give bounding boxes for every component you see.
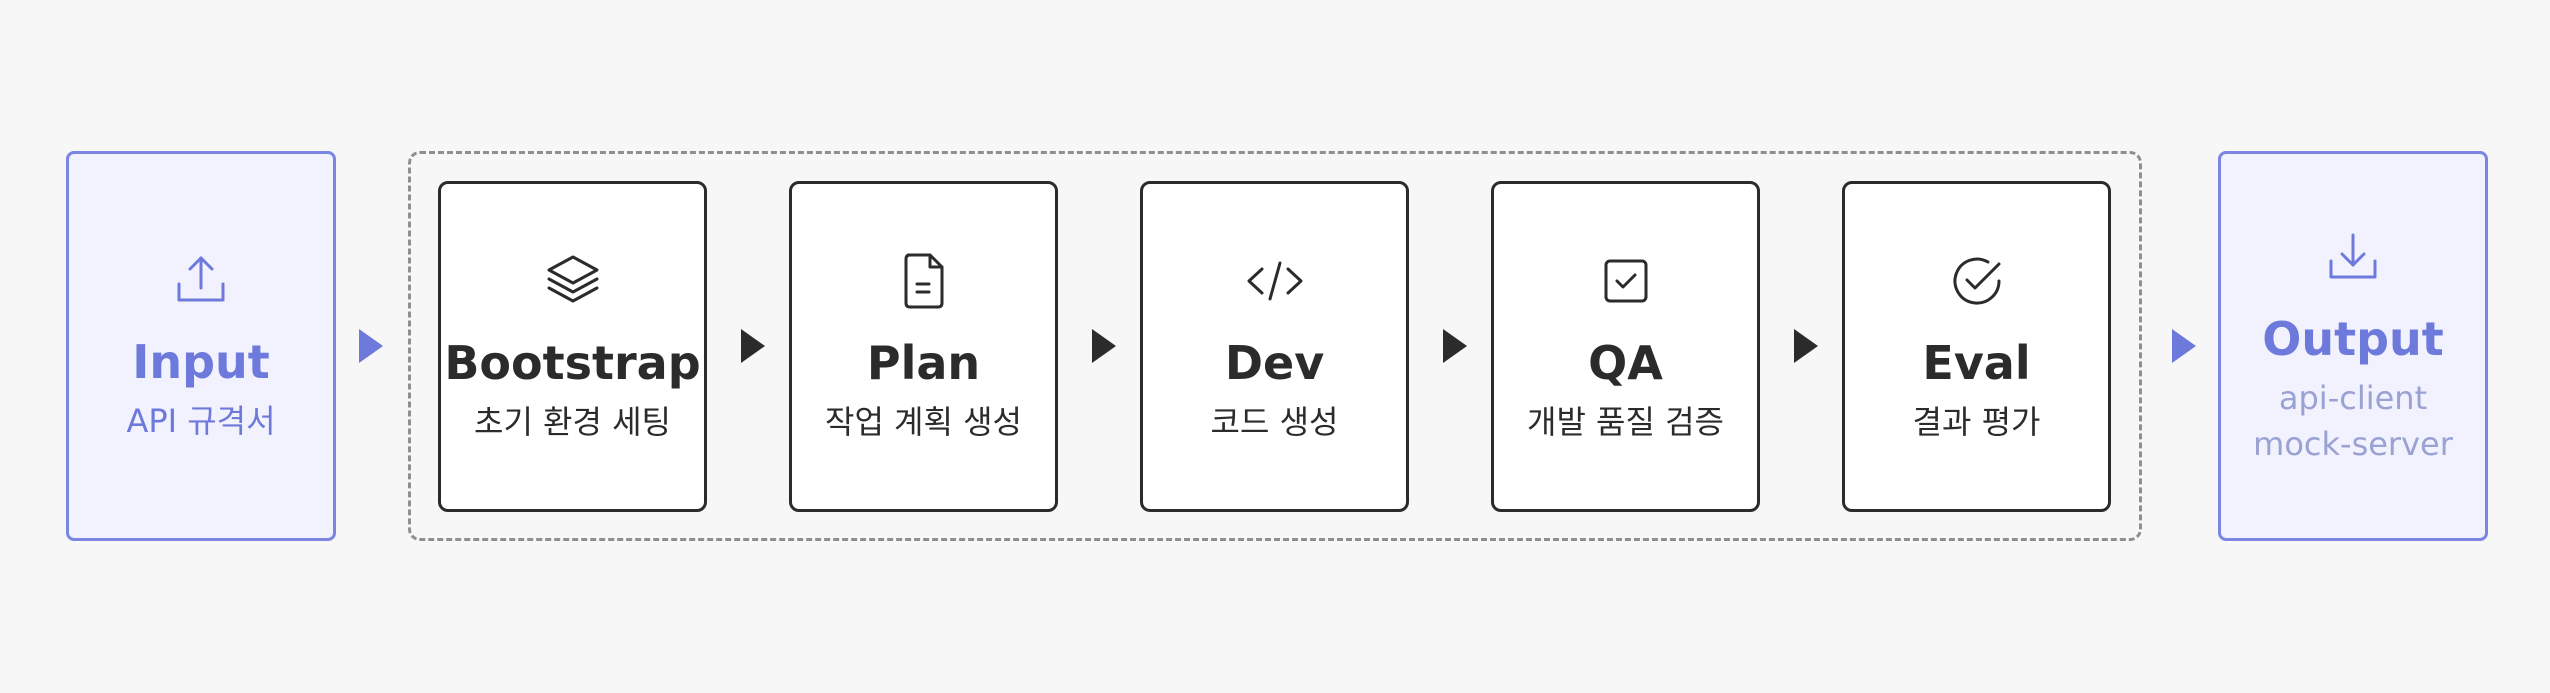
stage-qa: QA 개발 품질 검증	[1491, 181, 1760, 512]
input-subtitle: API 규격서	[126, 402, 276, 440]
check-circle-icon	[1945, 249, 2009, 313]
output-artifact: api-client	[2278, 379, 2428, 417]
input-title: Input	[132, 335, 270, 389]
stage-title: Dev	[1224, 335, 1325, 390]
stage-dev: Dev 코드 생성	[1140, 181, 1409, 512]
document-icon	[892, 249, 956, 313]
stage-title: QA	[1588, 335, 1663, 390]
download-icon	[2321, 225, 2385, 289]
output-title: Output	[2262, 312, 2444, 366]
arrow-input-to-bootstrap	[359, 329, 383, 363]
stage-title: Eval	[1922, 335, 2031, 390]
arrow-bootstrap-to-plan	[741, 329, 765, 363]
output-node: Output api-client mock-server	[2218, 151, 2488, 541]
arrow-qa-to-eval	[1794, 329, 1818, 363]
arrow-dev-to-qa	[1443, 329, 1467, 363]
output-subtitle: api-client mock-server	[2253, 375, 2453, 467]
stage-subtitle: 초기 환경 세팅	[474, 402, 671, 441]
stage-bootstrap: Bootstrap 초기 환경 세팅	[438, 181, 707, 512]
stage-subtitle: 결과 평가	[1912, 402, 2041, 441]
stage-subtitle: 개발 품질 검증	[1527, 402, 1724, 441]
code-icon	[1243, 249, 1307, 313]
output-artifact: mock-server	[2253, 425, 2453, 463]
stage-subtitle: 코드 생성	[1210, 402, 1339, 441]
pipeline-group	[408, 151, 2142, 541]
stage-eval: Eval 결과 평가	[1842, 181, 2111, 512]
layers-icon	[541, 249, 605, 313]
arrow-eval-to-output	[2172, 329, 2196, 363]
stage-plan: Plan 작업 계획 생성	[789, 181, 1058, 512]
input-node: Input API 규격서	[66, 151, 336, 541]
stage-title: Bootstrap	[444, 335, 701, 390]
stage-title: Plan	[866, 335, 981, 390]
arrow-plan-to-dev	[1092, 329, 1116, 363]
upload-icon	[169, 248, 233, 312]
stage-subtitle: 작업 계획 생성	[825, 402, 1022, 441]
checkbox-icon	[1594, 249, 1658, 313]
